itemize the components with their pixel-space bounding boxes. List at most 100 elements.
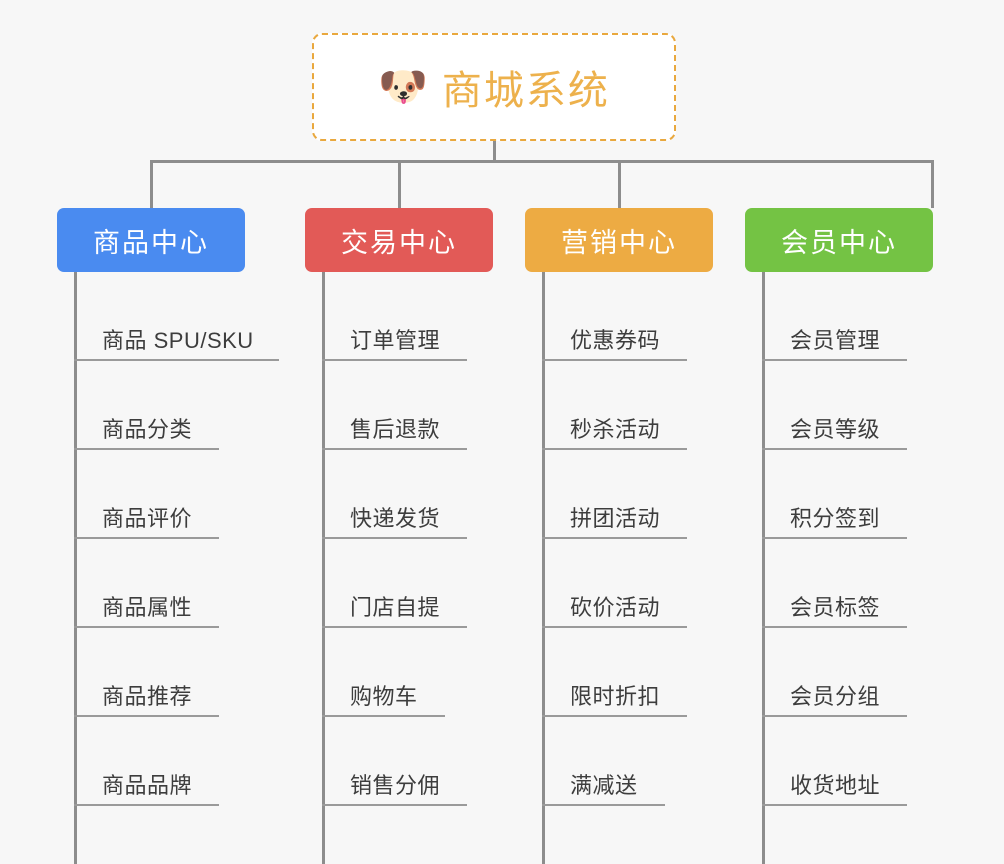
leaf-list-member-center: 会员管理 会员等级 积分签到 会员标签 会员分组 收货地址 [745,272,933,864]
leaf-label: 售后退款 [350,417,441,442]
category-box-trade-center[interactable]: 交易中心 [305,208,493,272]
root-title: 商城系统 [441,69,610,113]
branch-trunk-line [322,272,325,864]
leaf-label: 购物车 [350,684,418,709]
leaf-label: 门店自提 [350,595,441,620]
connector-drop-marketing-center [618,160,621,208]
category-box-member-center[interactable]: 会员中心 [745,208,933,272]
connector-drop-product-center [150,160,153,208]
branch-trunk-line [74,272,77,864]
leaf-underline [74,804,219,806]
branch-trade-center: 交易中心 订单管理 售后退款 快递发货 门店自提 购物车 [305,208,493,864]
connector-drop-member-center [931,160,934,208]
leaf-item[interactable]: 拼团活动 [542,450,713,539]
leaf-label: 快递发货 [350,506,441,531]
connector-drop-trade-center [398,160,401,208]
leaf-item[interactable]: 会员分组 [762,628,933,717]
leaf-underline [74,359,279,361]
category-label-member-center: 会员中心 [781,227,897,258]
leaf-item[interactable]: 商品评价 [74,450,245,539]
leaf-underline [542,626,687,628]
leaf-label: 商品分类 [102,417,193,442]
leaf-underline [74,626,219,628]
leaf-label: 订单管理 [350,328,441,353]
root-node[interactable]: 🐶 商城系统 [312,33,676,141]
leaf-underline [762,359,907,361]
leaf-item[interactable]: 优惠券码 [542,272,713,361]
category-label-marketing-center: 营销中心 [561,227,677,258]
leaf-label: 砍价活动 [570,595,661,620]
branch-member-center: 会员中心 会员管理 会员等级 积分签到 会员标签 会员分组 [745,208,933,864]
leaf-item[interactable]: 会员管理 [762,272,933,361]
leaf-underline [542,715,687,717]
leaf-item[interactable]: 满减送 [542,717,713,806]
leaf-label: 会员管理 [790,328,881,353]
leaf-item[interactable]: 商品分类 [74,361,245,450]
leaf-underline [322,715,445,717]
leaf-underline [762,537,907,539]
leaf-label: 会员分组 [790,684,881,709]
leaf-item[interactable]: 快递发货 [322,450,493,539]
leaf-underline [542,804,665,806]
mindmap-canvas: 🐶 商城系统 商品中心 商品 SPU/SKU 商品分类 商品评价 [57,33,934,864]
leaf-list-product-center: 商品 SPU/SKU 商品分类 商品评价 商品属性 商品推荐 商品品牌 [57,272,279,864]
leaf-underline [542,448,687,450]
leaf-label: 拼团活动 [570,506,661,531]
leaf-item[interactable]: 会员等级 [762,361,933,450]
leaf-label: 优惠券码 [570,328,661,353]
leaf-underline [542,359,687,361]
branch-trunk-line [542,272,545,864]
leaf-underline [322,537,467,539]
leaf-underline [762,448,907,450]
leaf-label: 商品推荐 [102,684,193,709]
category-box-marketing-center[interactable]: 营销中心 [525,208,713,272]
leaf-item[interactable]: 商品品牌 [74,717,245,806]
leaf-item[interactable]: 会员标签 [762,539,933,628]
leaf-label: 商品 SPU/SKU [102,328,254,353]
leaf-underline [74,537,219,539]
leaf-label: 商品品牌 [102,773,193,798]
leaf-underline [322,626,467,628]
leaf-item[interactable]: 购物车 [322,628,493,717]
leaf-item[interactable]: 商品推荐 [74,628,245,717]
leaf-item[interactable]: 积分签到 [762,450,933,539]
leaf-underline [762,626,907,628]
leaf-item[interactable]: 限时折扣 [542,628,713,717]
leaf-item[interactable]: 售后退款 [322,361,493,450]
leaf-item[interactable]: 销售分佣 [322,717,493,806]
leaf-item[interactable]: 商品属性 [74,539,245,628]
category-label-product-center: 商品中心 [93,227,209,258]
leaf-item[interactable]: 订单管理 [322,272,493,361]
branch-marketing-center: 营销中心 优惠券码 秒杀活动 拼团活动 砍价活动 限时折扣 [525,208,713,864]
connector-root-stem [493,141,496,163]
leaf-label: 收货地址 [790,773,881,798]
leaf-item[interactable]: 门店自提 [322,539,493,628]
leaf-list-marketing-center: 优惠券码 秒杀活动 拼团活动 砍价活动 限时折扣 满减送 [525,272,713,864]
leaf-label: 商品评价 [102,506,193,531]
leaf-underline [322,359,467,361]
leaf-underline [74,448,219,450]
leaf-label: 商品属性 [102,595,193,620]
leaf-label: 会员等级 [790,417,881,442]
leaf-label: 销售分佣 [350,773,441,798]
leaf-underline [762,804,907,806]
shiba-dog-face-icon: 🐶 [378,65,428,109]
leaf-underline [762,715,907,717]
leaf-underline [74,715,219,717]
leaf-label: 会员标签 [790,595,881,620]
leaf-label: 积分签到 [790,506,881,531]
leaf-item[interactable]: 商品 SPU/SKU [74,272,279,361]
leaf-item[interactable]: 收货地址 [762,717,933,806]
leaf-underline [542,537,687,539]
leaf-item[interactable]: 秒杀活动 [542,361,713,450]
leaf-underline [322,448,467,450]
leaf-label: 秒杀活动 [570,417,661,442]
branch-trunk-line [762,272,765,864]
leaf-label: 满减送 [570,773,638,798]
leaf-item[interactable]: 砍价活动 [542,539,713,628]
leaf-label: 限时折扣 [570,684,661,709]
leaf-underline [322,804,467,806]
branch-product-center: 商品中心 商品 SPU/SKU 商品分类 商品评价 商品属性 商品推荐 [57,208,279,864]
category-box-product-center[interactable]: 商品中心 [57,208,245,272]
connector-horizontal-bar [150,160,934,163]
